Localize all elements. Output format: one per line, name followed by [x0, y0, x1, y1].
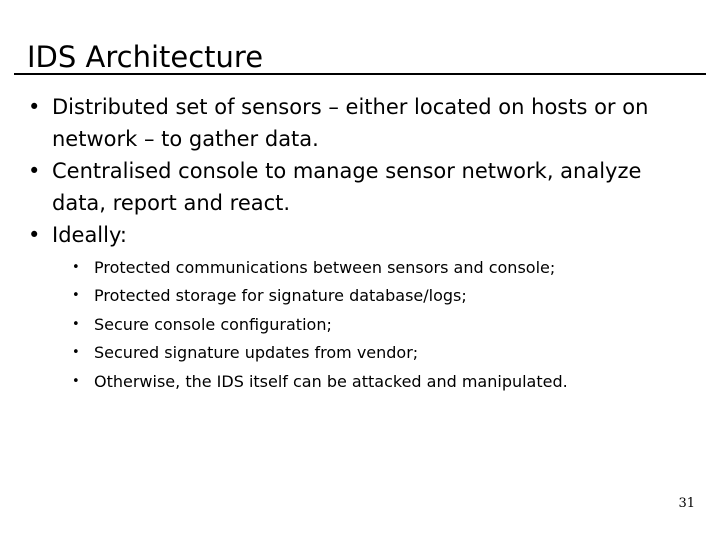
list-item-label: Distributed set of sensors – either loca… — [52, 95, 649, 151]
bullet-icon: • — [28, 95, 41, 119]
sub-list-item-label: Protected storage for signature database… — [94, 286, 467, 305]
sub-list-item: • Otherwise, the IDS itself can be attac… — [62, 368, 720, 397]
bullet-icon: • — [72, 316, 80, 332]
sub-list-item-label: Secure console configuration; — [94, 314, 332, 334]
bullet-icon: • — [28, 223, 41, 247]
sub-bullet-container: • Protected communications between senso… — [52, 254, 720, 397]
bullet-icon: • — [72, 288, 80, 303]
page-title: IDS Architecture — [27, 40, 264, 75]
sub-list-item: • Secure console configuration; — [62, 311, 720, 340]
bullet-icon: • — [72, 345, 80, 360]
list-item: • Centralised console to manage sensor n… — [0, 156, 720, 219]
list-item-label: Ideally: — [52, 223, 127, 247]
sub-list-item: • Protected storage for signature databa… — [62, 282, 720, 311]
bullet-list: • Distributed set of sensors – either lo… — [0, 92, 720, 396]
sub-list-item-label: Protected communications between sensors… — [94, 257, 556, 277]
bullet-icon: • — [72, 373, 80, 389]
bullet-icon: • — [28, 159, 41, 183]
page-number: 31 — [678, 496, 695, 511]
sub-list-item-label: Otherwise, the IDS itself can be attacke… — [94, 371, 568, 391]
title-divider — [14, 73, 706, 75]
sub-list-item-label: Secured signature updates from vendor; — [94, 343, 419, 362]
list-item: • Ideally: • Protected communications be… — [0, 220, 720, 396]
slide-body: • Distributed set of sensors – either lo… — [0, 92, 720, 397]
sub-list-item: • Protected communications between senso… — [62, 254, 720, 283]
list-item-label: Centralised console to manage sensor net… — [52, 159, 642, 215]
sub-bullet-list: • Protected communications between senso… — [62, 254, 720, 397]
sub-list-item: • Secured signature updates from vendor; — [62, 339, 720, 368]
bullet-icon: • — [72, 259, 80, 275]
list-item: • Distributed set of sensors – either lo… — [0, 92, 720, 155]
